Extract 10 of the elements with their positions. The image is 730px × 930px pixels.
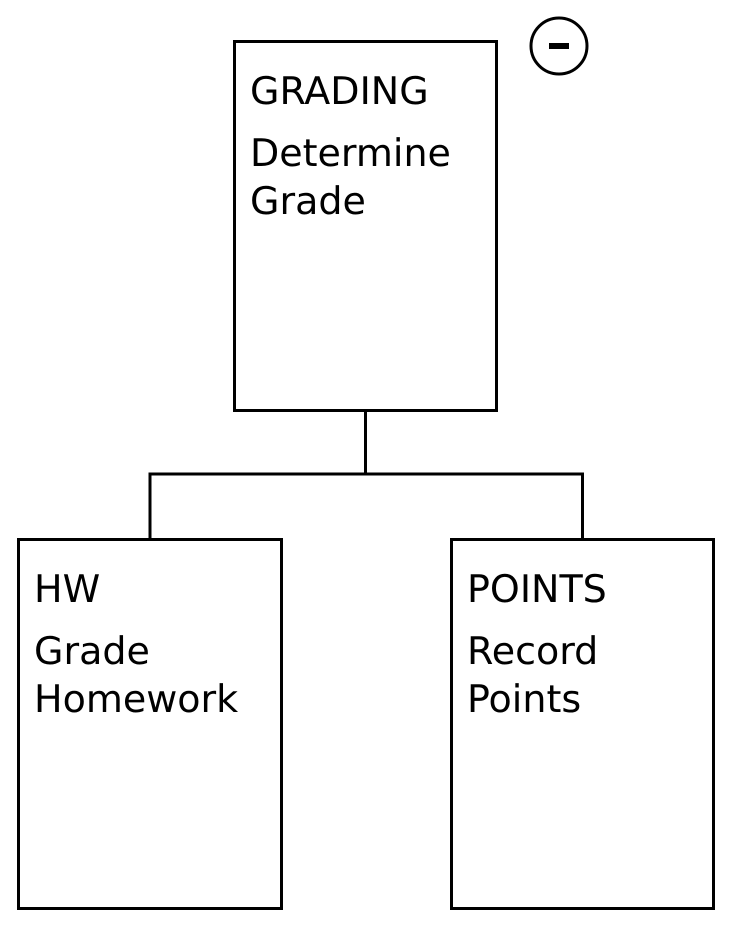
box-description: Determine Grade [250, 130, 452, 225]
box-description: Record Points [467, 628, 600, 723]
connector-line [364, 412, 584, 538]
process-box [450, 538, 715, 910]
process-box [17, 538, 283, 910]
box-title: POINTS [467, 566, 608, 613]
process-box [233, 40, 498, 412]
box-description: Grade Homework [34, 628, 240, 723]
box-title: GRADING [250, 68, 430, 115]
box-title: HW [34, 566, 102, 613]
